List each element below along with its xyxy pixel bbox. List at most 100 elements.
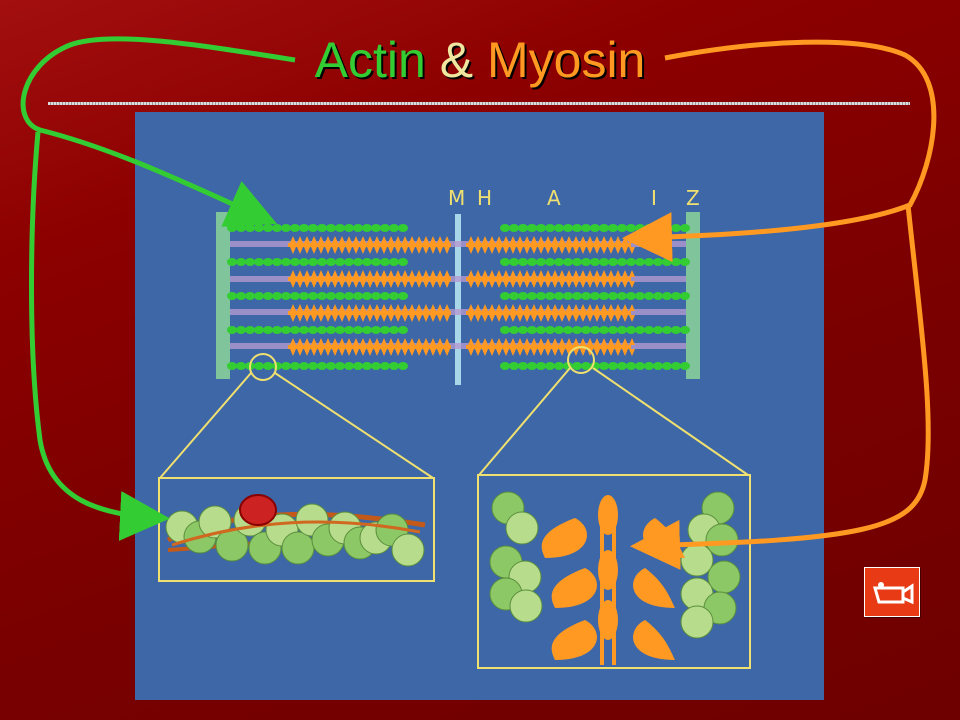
actin-bead	[308, 292, 318, 300]
myosin-head	[339, 304, 345, 311]
myosin-head	[524, 236, 530, 243]
myosin-head	[388, 349, 394, 356]
myosin-head	[601, 281, 607, 288]
myosin-arrow-top	[622, 39, 937, 263]
myosin-head	[594, 338, 600, 345]
myosin-head	[381, 338, 387, 345]
actin-bead	[344, 362, 354, 370]
myosin-head	[524, 338, 530, 345]
actin-bead	[290, 258, 300, 266]
actin-bead	[608, 292, 618, 300]
actin-bead	[527, 224, 537, 232]
actin-bead	[326, 258, 336, 266]
magnify-circle-myosin	[567, 346, 595, 374]
actin-bead	[635, 362, 645, 370]
actin-bead	[398, 362, 408, 370]
myosin-head	[416, 315, 422, 322]
actin-bead	[344, 326, 354, 334]
actin-bead	[680, 362, 690, 370]
myosin-head	[311, 349, 317, 356]
actin-bead	[371, 224, 381, 232]
myosin-head	[633, 620, 675, 660]
myosin-head	[290, 349, 296, 356]
actin-bead	[353, 292, 363, 300]
myosin-head	[290, 304, 296, 311]
actin-bead	[608, 258, 618, 266]
myosin-head	[552, 304, 558, 311]
actin-bead	[389, 362, 399, 370]
myosin-head	[339, 247, 345, 254]
actin-bead	[608, 326, 618, 334]
myosin-head	[444, 236, 450, 243]
myosin-head	[482, 247, 488, 254]
actin-bead	[335, 258, 345, 266]
actin-arrow-bottom	[29, 131, 170, 541]
actin-bead	[362, 292, 372, 300]
myosin-head	[423, 349, 429, 356]
myosin-head	[444, 281, 450, 288]
myosin-head	[444, 315, 450, 322]
myosin-head	[475, 247, 481, 254]
myosin-head	[496, 304, 502, 311]
actin-bead	[389, 326, 399, 334]
myosin-head	[374, 236, 380, 243]
actin-bead	[617, 326, 627, 334]
actin-bead	[380, 326, 390, 334]
actin-bead	[272, 292, 282, 300]
myosin-head	[496, 315, 502, 322]
actin-bead	[236, 292, 246, 300]
movie-camera-icon	[873, 582, 914, 605]
actin-bead	[545, 224, 555, 232]
actin-bead	[371, 326, 381, 334]
myosin-head	[615, 338, 621, 345]
myosin-head	[360, 247, 366, 254]
myosin-head	[545, 304, 551, 311]
myosin-head	[489, 304, 495, 311]
myosin-head	[503, 315, 509, 322]
myosin-head	[468, 281, 474, 288]
myosin-head	[489, 281, 495, 288]
myosin-head	[353, 247, 359, 254]
actin-bead	[662, 362, 672, 370]
myosin-head	[552, 281, 558, 288]
myosin-head	[360, 349, 366, 356]
actin-bead	[317, 326, 327, 334]
connecting-filament	[230, 343, 686, 349]
g-actin-subunit	[391, 533, 425, 567]
band-label-a: A	[547, 186, 561, 210]
band-label-h: H	[477, 186, 493, 210]
movie-camera-button[interactable]	[864, 567, 920, 617]
myosin-head	[360, 270, 366, 277]
myosin-head	[367, 236, 373, 243]
actin-bead	[563, 258, 573, 266]
myosin-head	[496, 247, 502, 254]
actin-bead	[398, 326, 408, 334]
myosin-head	[325, 315, 331, 322]
actin-bead	[245, 258, 255, 266]
tropomyosin-strand	[171, 520, 421, 547]
actin-bead	[509, 224, 519, 232]
myosin-head	[633, 568, 675, 608]
myosin-head	[573, 247, 579, 254]
myosin-head	[541, 518, 587, 558]
actin-bead	[272, 362, 282, 370]
myosin-head	[437, 247, 443, 254]
myosin-head	[437, 270, 443, 277]
myosin-head	[580, 315, 586, 322]
actin-bead	[353, 362, 363, 370]
g-actin-subunit	[680, 543, 714, 577]
myosin-head	[503, 247, 509, 254]
actin-bead	[626, 362, 636, 370]
actin-bead	[644, 326, 654, 334]
actin-bead	[263, 326, 273, 334]
myosin-head	[566, 281, 572, 288]
myosin-head	[531, 247, 537, 254]
myosin-head	[496, 270, 502, 277]
myosin-head	[374, 281, 380, 288]
myosin-head	[402, 349, 408, 356]
myosin-head	[353, 270, 359, 277]
myosin-head	[367, 315, 373, 322]
myosin-head	[325, 236, 331, 243]
actin-bead	[335, 362, 345, 370]
actin-bead	[536, 258, 546, 266]
